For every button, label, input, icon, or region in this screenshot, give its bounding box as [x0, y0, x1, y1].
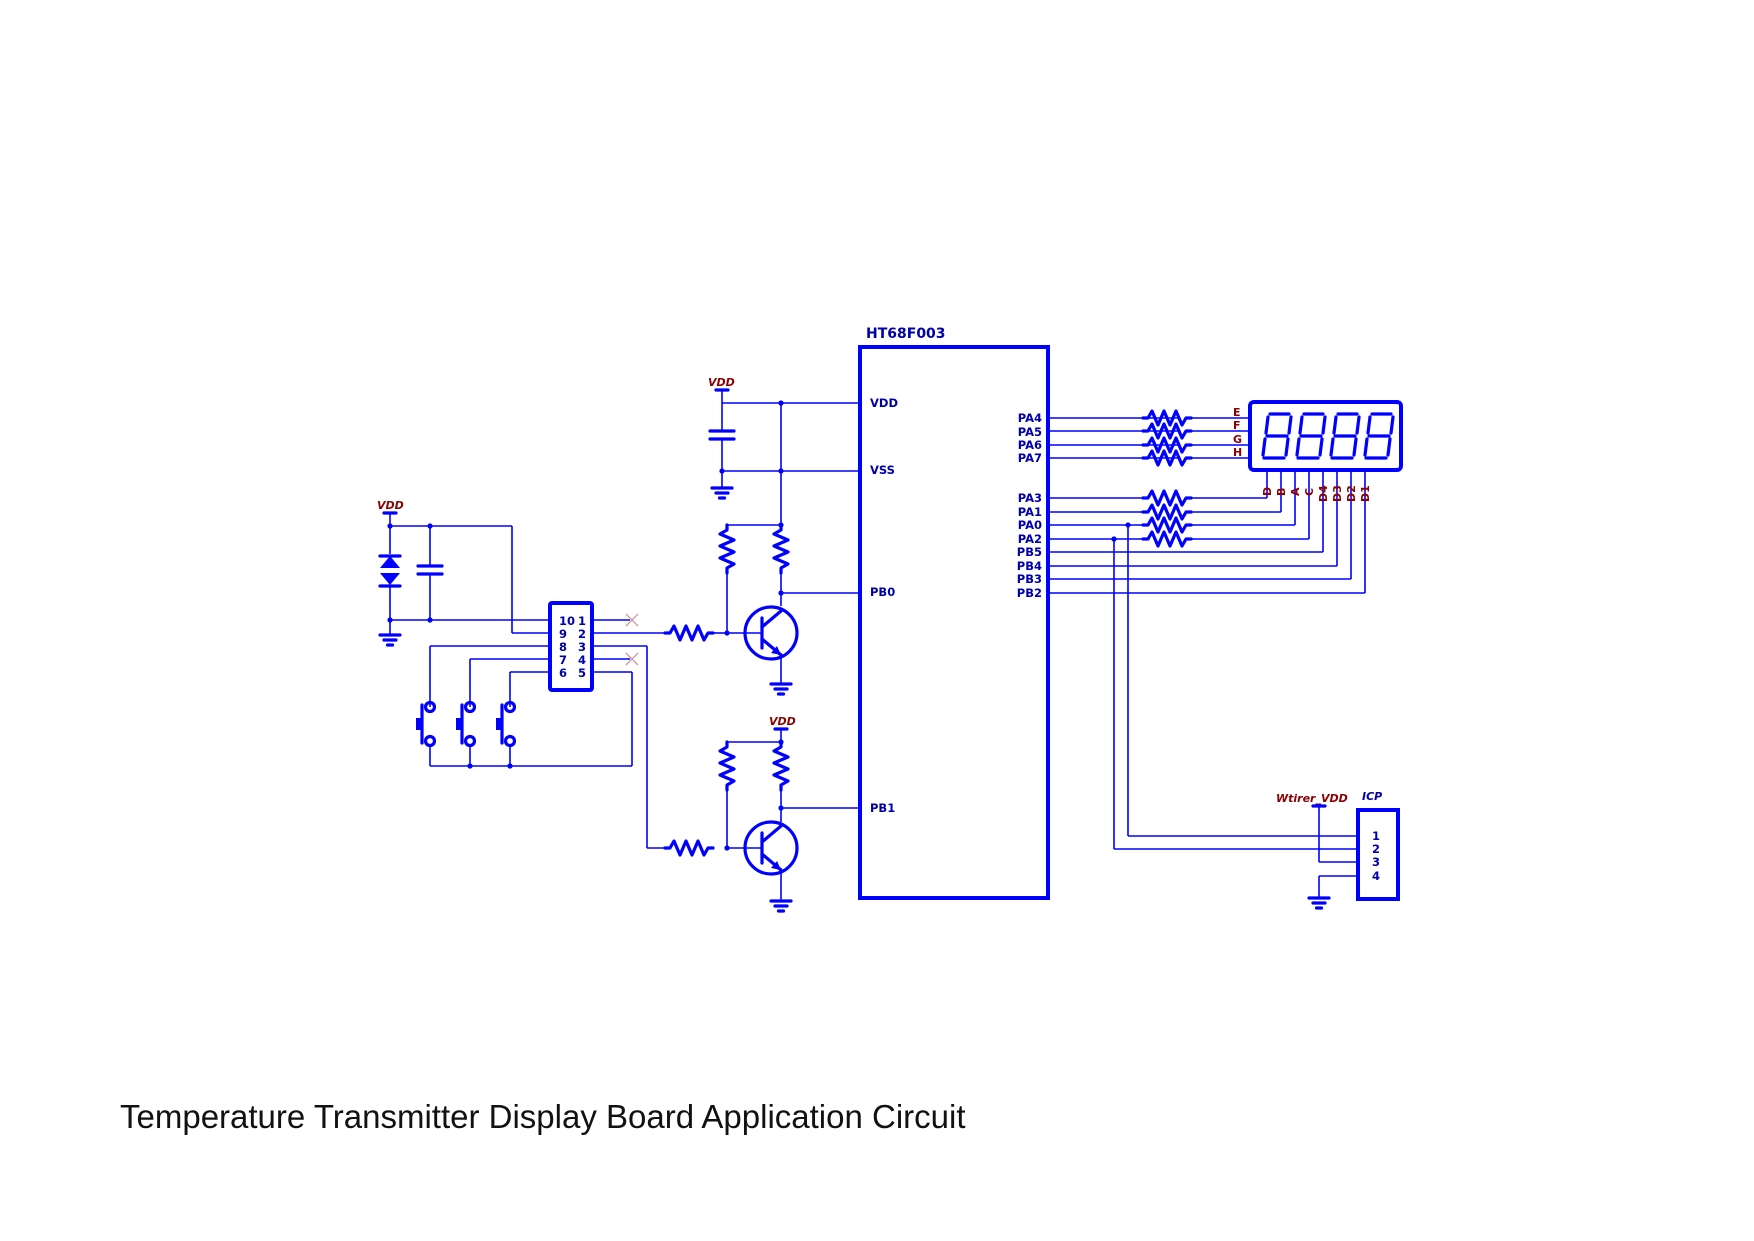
transistor-stage-pb1: VDD: [646, 646, 860, 913]
mcu-pin-pb0: PB0: [870, 585, 895, 599]
display-digit-4: [1363, 412, 1395, 460]
mcu-pin-vdd: VDD: [870, 396, 898, 410]
display-digit-3: [1329, 412, 1361, 460]
vdd-label-top: VDD: [708, 376, 735, 389]
segment-bus: [1048, 409, 1366, 594]
mcu-right-pins: PA4 PA5 PA6 PA7 PA3 PA1 PA0 PA2 PB5 PB4 …: [1017, 411, 1042, 600]
mcu-pin-pb2: PB2: [1017, 586, 1042, 600]
icp-header: Wtirer_VDD ICP 1 2 3 4: [1111, 522, 1400, 910]
conn-pin-9: 9: [559, 627, 567, 641]
mcu-pin-pa7: PA7: [1018, 451, 1042, 465]
connector-10pin: 10 1 9 2 8 3 7 4 6 5: [512, 601, 665, 766]
icp-name: ICP: [1362, 790, 1382, 803]
conn-pin-2: 2: [578, 627, 586, 641]
mcu-pin-pa6: PA6: [1018, 438, 1042, 452]
push-button-3: [494, 700, 517, 748]
vdd-label-pb1: VDD: [769, 715, 796, 728]
mcu-pin-pb1: PB1: [870, 801, 895, 815]
seg-label-d1: D1: [1359, 485, 1372, 502]
mcu-pin-pa4: PA4: [1018, 411, 1042, 425]
mcu-name: HT68F003: [866, 326, 946, 342]
seven-segment-display: E F G H D B A C D4 D3 D2 D1: [1233, 400, 1403, 502]
push-buttons: [414, 645, 632, 769]
icp-pin-2: 2: [1372, 842, 1380, 856]
conn-pin-5: 5: [578, 666, 586, 680]
conn-pin-10: 10: [559, 614, 575, 628]
seg-label-d: D: [1261, 487, 1274, 496]
conn-pin-4: 4: [578, 653, 586, 667]
display-digit-1: [1261, 412, 1293, 460]
mcu-pin-pa3: PA3: [1018, 491, 1042, 505]
icp-pin-3: 3: [1372, 855, 1380, 869]
seg-label-d2: D2: [1345, 485, 1358, 502]
icp-pin-1: 1: [1372, 829, 1380, 843]
vdd-decoupling: VDD: [708, 376, 860, 525]
seg-label-d4: D4: [1317, 485, 1330, 502]
conn-pin-3: 3: [578, 640, 586, 654]
seg-label-f: F: [1233, 419, 1241, 432]
mcu-pin-pb3: PB3: [1017, 572, 1042, 586]
icp-pin-4: 4: [1372, 869, 1380, 883]
conn-pin-7: 7: [559, 653, 567, 667]
conn-pin-8: 8: [559, 640, 567, 654]
mcu-body: [858, 345, 1050, 900]
conn-pin-1: 1: [578, 614, 586, 628]
mcu-pin-pb5: PB5: [1017, 545, 1042, 559]
input-protection: VDD: [377, 499, 550, 647]
mcu-pin-pa5: PA5: [1018, 425, 1042, 439]
seg-label-c: C: [1303, 488, 1316, 496]
vdd-label-left: VDD: [377, 499, 404, 512]
transistor-stage-pb0: [663, 522, 860, 696]
conn-pin-6: 6: [559, 666, 567, 680]
seg-label-h: H: [1233, 446, 1242, 459]
icp-supply-label: Wtirer_VDD: [1276, 792, 1348, 805]
seg-label-d3: D3: [1331, 485, 1344, 502]
mcu-pin-pb4: PB4: [1017, 559, 1042, 573]
mcu-pin-pa1: PA1: [1018, 505, 1042, 519]
seg-label-b: B: [1275, 488, 1288, 496]
seg-label-a: A: [1289, 487, 1302, 496]
figure-caption: Temperature Transmitter Display Board Ap…: [120, 1098, 966, 1135]
seg-label-g: G: [1233, 433, 1242, 446]
push-button-1: [414, 700, 437, 748]
seg-label-e: E: [1233, 406, 1241, 419]
push-button-2: [454, 700, 477, 748]
mcu-pin-pa0: PA0: [1018, 518, 1042, 532]
mcu-pin-vss: VSS: [870, 463, 895, 477]
display-digit-2: [1295, 412, 1327, 460]
mcu-pin-pa2: PA2: [1018, 532, 1042, 546]
